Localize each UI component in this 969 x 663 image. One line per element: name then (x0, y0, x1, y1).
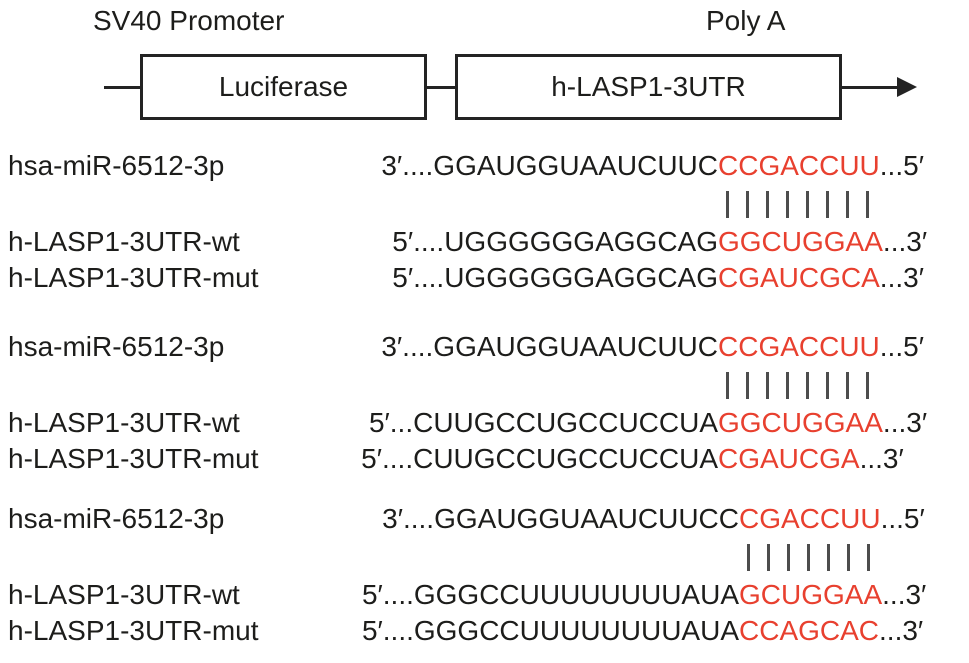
seq-core-highlight: CGAUCGA (718, 443, 860, 474)
mut-row: h-LASP1-3UTR-mut 5′....GGGCCUUUUUUUUAUA … (0, 613, 969, 649)
seq-core-highlight: CCGACCUU (718, 150, 880, 181)
seq-suffix: ...3′ (879, 262, 924, 293)
wt-row: h-LASP1-3UTR-wt 5′...CUUGCCUGCCUCCUA GGC… (0, 405, 969, 441)
seq-suffix: ...3′ (859, 443, 904, 474)
seq-suffix: ...3′ (882, 407, 928, 438)
pairing-bar (747, 543, 750, 571)
seq-core-highlight: CGAUCGCA (718, 262, 880, 293)
luciferase-box-label: Luciferase (218, 71, 349, 102)
mirna-name-label: hsa-miR-6512-3p (8, 331, 225, 362)
wt-row: h-LASP1-3UTR-wt 5′....UGGGGGGAGGCAG GGCU… (0, 224, 969, 260)
reporter-construct-diagram: SV40 Promoter Poly A Luciferase h-LASP1-… (0, 0, 969, 135)
pairing-bars-row (0, 184, 969, 224)
pairing-bar (726, 371, 729, 399)
seq-suffix: ...3′ (882, 226, 928, 257)
pairing-bar (806, 371, 809, 399)
pairing-bar (787, 543, 790, 571)
mut-name-label: h-LASP1-3UTR-mut (8, 615, 259, 646)
pairing-bar (826, 371, 829, 399)
seq-core-highlight: CCAGCAC (739, 615, 880, 646)
seq-suffix: ...5′ (880, 503, 925, 534)
mut-row: h-LASP1-3UTR-mut 5′....UGGGGGGAGGCAG CGA… (0, 260, 969, 296)
seq-suffix: ...5′ (879, 331, 924, 362)
pairing-bars-row (0, 537, 969, 577)
seq-suffix: ...5′ (879, 150, 924, 181)
wt-name-label: h-LASP1-3UTR-wt (8, 226, 240, 257)
seq-prefix: 3′....GGAUGGUAAUCUUCC (382, 503, 739, 534)
pairing-bar (866, 190, 869, 218)
pairing-bar (827, 543, 830, 571)
seq-suffix: ...3′ (879, 615, 924, 646)
alignment-block-site3: hsa-miR-6512-3p 3′....GGAUGGUAAUCUUCC CG… (0, 501, 969, 649)
pairing-bars (726, 365, 869, 405)
seq-prefix: 5′....UGGGGGGAGGCAG (392, 262, 718, 293)
wt-name-label: h-LASP1-3UTR-wt (8, 579, 240, 610)
seq-prefix: 5′....GGGCCUUUUUUUUAUA (361, 615, 739, 646)
sv40-promoter-label: SV40 Promoter (93, 5, 285, 36)
seq-core-highlight: GGCUGGAA (718, 407, 883, 438)
seq-prefix: 5′....UGGGGGGAGGCAG (392, 226, 718, 257)
seq-prefix: 5′....CUUGCCUGCCUCCUA (361, 443, 718, 474)
wt-name-label: h-LASP1-3UTR-wt (8, 407, 240, 438)
mirna-row: hsa-miR-6512-3p 3′....GGAUGGUAAUCUUC CCG… (0, 329, 969, 365)
pairing-bar (746, 371, 749, 399)
pairing-bar (786, 190, 789, 218)
pairing-bar (766, 371, 769, 399)
seq-prefix: 3′....GGAUGGUAAUCUUC (381, 150, 718, 181)
pairing-bar (866, 371, 869, 399)
mirna-row: hsa-miR-6512-3p 3′....GGAUGGUAAUCUUCC CG… (0, 501, 969, 537)
pairing-bar (867, 543, 870, 571)
mirna-name-label: hsa-miR-6512-3p (8, 503, 225, 534)
pairing-bar (806, 190, 809, 218)
arrow-right-icon (897, 77, 917, 97)
pairing-bars (726, 184, 869, 224)
pairing-bar (766, 190, 769, 218)
mut-row: h-LASP1-3UTR-mut 5′....CUUGCCUGCCUCCUA C… (0, 441, 969, 477)
pairing-bar (807, 543, 810, 571)
wt-row: h-LASP1-3UTR-wt 5′....GGGCCUUUUUUUUAUA G… (0, 577, 969, 613)
alignment-block-site2: hsa-miR-6512-3p 3′....GGAUGGUAAUCUUC CCG… (0, 329, 969, 477)
pairing-bars (747, 537, 870, 577)
seq-suffix: ...3′ (882, 579, 927, 610)
seq-prefix: 5′...CUUGCCUGCCUCCUA (368, 407, 718, 438)
pairing-bar (826, 190, 829, 218)
seq-prefix: 3′....GGAUGGUAAUCUUC (381, 331, 718, 362)
pairing-bar (767, 543, 770, 571)
pairing-bars-row (0, 365, 969, 405)
pairing-bar (746, 190, 749, 218)
pairing-bar (846, 371, 849, 399)
luciferase-box: Luciferase (140, 54, 427, 120)
seq-core-highlight: GCUGGAA (739, 579, 883, 610)
pairing-bar (786, 371, 789, 399)
pairing-bar (847, 543, 850, 571)
seq-core-highlight: GGCUGGAA (718, 226, 883, 257)
mut-name-label: h-LASP1-3UTR-mut (8, 262, 259, 293)
alignment-block-site1: hsa-miR-6512-3p 3′....GGAUGGUAAUCUUC CCG… (0, 148, 969, 296)
utr-box: h-LASP1-3UTR (455, 54, 842, 120)
mut-name-label: h-LASP1-3UTR-mut (8, 443, 259, 474)
utr-box-label: h-LASP1-3UTR (551, 71, 746, 102)
mirna-row: hsa-miR-6512-3p 3′....GGAUGGUAAUCUUC CCG… (0, 148, 969, 184)
seq-prefix: 5′....GGGCCUUUUUUUUAUA (361, 579, 739, 610)
pairing-bar (726, 190, 729, 218)
seq-core-highlight: CGACCUU (739, 503, 881, 534)
seq-core-highlight: CCGACCUU (718, 331, 880, 362)
poly-a-label: Poly A (706, 5, 786, 36)
pairing-bar (846, 190, 849, 218)
mirna-name-label: hsa-miR-6512-3p (8, 150, 225, 181)
